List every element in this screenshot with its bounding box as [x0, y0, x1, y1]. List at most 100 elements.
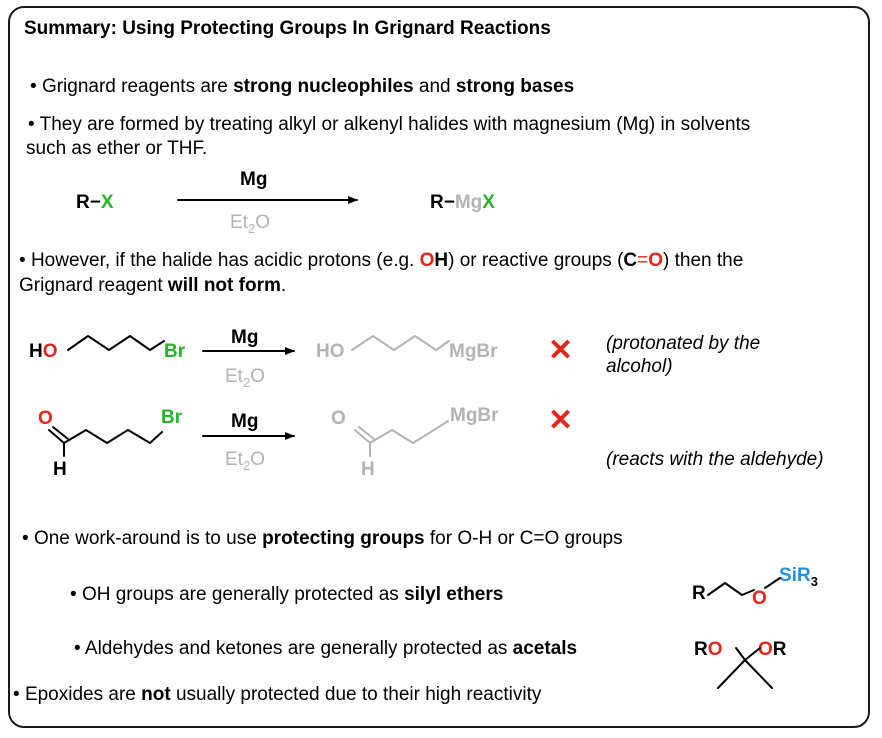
b6-bold: acetals	[512, 638, 578, 659]
silyl-o: O	[752, 588, 767, 609]
b3-c: C	[623, 250, 638, 271]
r1-solvent-sub: 2	[247, 220, 256, 236]
bullet-formation-line2: such as ether or THF.	[26, 138, 208, 159]
summary-frame	[8, 6, 870, 728]
r2-bromine: Br	[164, 341, 186, 362]
r3-solvent-o: O	[250, 449, 265, 470]
b3-oh-h: H	[434, 250, 449, 271]
b1-mid: and	[413, 76, 456, 97]
acetal-ro-left: RO	[694, 638, 723, 661]
r1-solvent-et: Et	[230, 212, 248, 233]
r1-r: R	[76, 192, 90, 213]
bullet-dot: •	[30, 76, 42, 97]
silyl-si: SiR3	[779, 564, 818, 593]
silyl-si-text: SiR	[779, 565, 811, 586]
bullet-dot: •	[70, 584, 82, 605]
r2-reagent: Mg	[231, 327, 259, 348]
b3-o: O	[648, 250, 664, 271]
r1-p-x: X	[482, 192, 495, 213]
bullet-workaround: • One work-around is to use protecting g…	[22, 527, 623, 550]
b4-post: for O-H or C=O groups	[424, 528, 623, 549]
b7-pre: Epoxides are	[24, 684, 142, 705]
r1-product: R−MgX	[430, 191, 495, 214]
r1-reactant: R−X	[76, 191, 114, 214]
acetal-r2: R	[772, 639, 787, 660]
r2-solvent-sub: 2	[242, 374, 251, 390]
fail-x-icon: ✕	[548, 334, 574, 367]
b4-bold: protecting groups	[262, 528, 425, 549]
bullet-limitations: • However, if the halide has acidic prot…	[19, 249, 743, 272]
acetal-ro-right: OR	[758, 638, 787, 661]
r3-co-bond2	[52, 426, 69, 440]
b1-bold1: strong nucleophiles	[233, 76, 414, 97]
r2-h: H	[29, 341, 43, 362]
r3-reagent: Mg	[231, 411, 259, 432]
acetal-o1: O	[707, 639, 723, 660]
r3-co-bond	[48, 429, 65, 444]
r2-hydroxyl: HO	[29, 340, 58, 363]
r1-p-r: R	[430, 192, 444, 213]
r1-p-mg: Mg	[454, 192, 483, 213]
r3-product-co	[354, 429, 371, 444]
b7-bold: not	[141, 684, 171, 705]
r2-solvent-o: O	[250, 366, 265, 387]
b1-bold2: strong bases	[455, 76, 575, 97]
bullet-dot: •	[19, 250, 31, 271]
bullet-dot: •	[28, 114, 40, 135]
r2-o: O	[42, 341, 58, 362]
r2-product-chain	[351, 335, 450, 351]
bullet-limitations-line2: Grignard reagent will not form.	[19, 274, 286, 297]
b3-l2-bold: will not form	[167, 275, 281, 296]
acetal-me1	[717, 659, 746, 689]
r3-carbonyl-o: O	[38, 408, 53, 429]
b2-line1: They are formed by treating alkyl or alk…	[39, 114, 751, 135]
r3-note: (reacts with the aldehyde)	[606, 449, 824, 470]
acetal-bonds	[735, 647, 761, 661]
r2-product-ho: HO	[316, 341, 345, 362]
fail-x-icon: ✕	[548, 404, 574, 437]
r1-solvent: Et2O	[230, 211, 270, 240]
b3-oh-o: O	[419, 250, 435, 271]
r2-product-mgbr: MgBr	[449, 341, 498, 362]
r2-chain	[67, 335, 165, 351]
b7-post: usually protected due to their high reac…	[170, 684, 542, 705]
r3-bromine: Br	[161, 407, 183, 428]
bullet-formation: • They are formed by treating alkyl or a…	[28, 113, 750, 136]
r2-solvent: Et2O	[225, 365, 265, 394]
r3-product-o: O	[331, 408, 346, 429]
bullet-acetals: • Aldehydes and ketones are generally pr…	[74, 637, 577, 660]
b3-l2-pre: Grignard reagent	[19, 275, 168, 296]
r3-solvent-et: Et	[225, 449, 243, 470]
r2-note-line2: alcohol)	[606, 356, 673, 377]
r3-product-co2	[358, 426, 375, 440]
r1-solvent-o: O	[255, 212, 270, 233]
r3-product-mgbr: MgBr	[450, 405, 499, 426]
silyl-bonds	[707, 582, 755, 596]
r3-product-chain	[369, 420, 449, 444]
bullet-dot: •	[13, 684, 25, 705]
r2-note-line1: (protonated by the	[606, 333, 761, 354]
r1-reagent: Mg	[240, 169, 268, 190]
r2-solvent-et: Et	[225, 366, 243, 387]
r3-solvent: Et2O	[225, 448, 265, 477]
b6-pre: Aldehydes and ketones are generally prot…	[84, 638, 513, 659]
r1-dash: −	[89, 192, 101, 213]
r3-solvent-sub: 2	[242, 457, 251, 473]
b3-post: ) then the	[663, 250, 744, 271]
r1-p-dash: −	[443, 192, 455, 213]
r3-chain	[63, 429, 163, 444]
acetal-me2	[744, 659, 773, 689]
bullet-epoxides: • Epoxides are not usually protected due…	[13, 683, 541, 706]
r1-x: X	[100, 192, 114, 213]
bullet-dot: •	[22, 528, 34, 549]
b3-mid: ) or reactive groups (	[448, 250, 624, 271]
acetal-r1: R	[694, 639, 708, 660]
silyl-osi-bond	[764, 577, 781, 589]
b1-pre: Grignard reagents are	[41, 76, 234, 97]
page-title: Summary: Using Protecting Groups In Grig…	[24, 18, 551, 39]
bullet-silyl-ethers: • OH groups are generally protected as s…	[70, 583, 503, 606]
b5-pre: OH groups are generally protected as	[81, 584, 405, 605]
b5-bold: silyl ethers	[404, 584, 504, 605]
silyl-r: R	[692, 583, 706, 604]
acetal-o2: O	[758, 639, 773, 660]
